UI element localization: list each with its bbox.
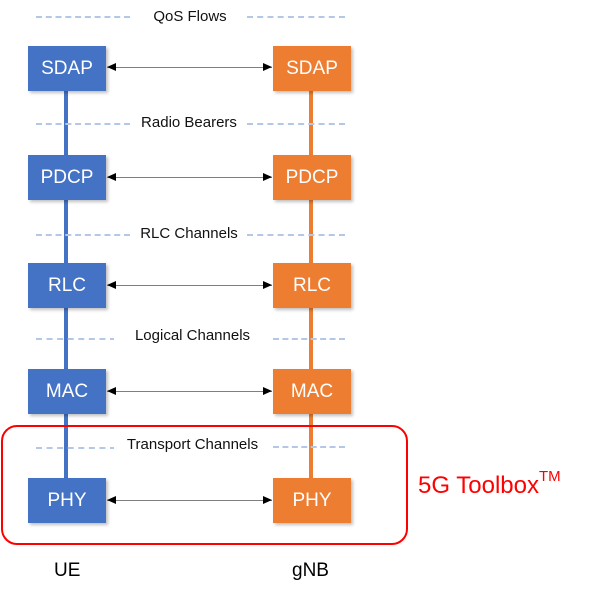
- transport-dash-right: [273, 446, 345, 448]
- sdap-peer-arrow: [107, 63, 272, 71]
- transport-channels-label: Transport Channels: [114, 430, 271, 461]
- gnb-phy-box: PHY: [273, 478, 351, 523]
- radio-dash-left: [36, 123, 130, 125]
- rlc-dash-left: [36, 234, 130, 236]
- brand-name: 5G Toolbox: [418, 472, 539, 499]
- ue-mac-box: MAC: [28, 369, 106, 414]
- logical-dash-left: [36, 338, 116, 340]
- gnb-pdcp-box: PDCP: [273, 155, 351, 200]
- qos-dash-right: [247, 16, 345, 18]
- toolbox-brand-label: 5G ToolboxTM: [418, 468, 561, 500]
- gnb-node-label: gNB: [292, 560, 329, 581]
- mac-peer-arrow: [107, 387, 272, 395]
- ue-rlc-box: RLC: [28, 263, 106, 308]
- logical-dash-right: [273, 338, 345, 340]
- rlc-dash-right: [247, 234, 345, 236]
- qos-flows-label: QoS Flows: [140, 6, 240, 27]
- gnb-rlc-box: RLC: [273, 263, 351, 308]
- radio-bearers-label: Radio Bearers: [134, 112, 244, 133]
- qos-dash-left: [36, 16, 130, 18]
- phy-peer-arrow: [107, 496, 272, 504]
- gnb-sdap-box: SDAP: [273, 46, 351, 91]
- ue-node-label: UE: [54, 560, 81, 581]
- trademark-mark: TM: [538, 468, 561, 485]
- toolbox-scope-highlight: [1, 425, 408, 545]
- rlc-peer-arrow: [107, 281, 272, 289]
- ue-sdap-box: SDAP: [28, 46, 106, 91]
- ue-pdcp-box: PDCP: [28, 155, 106, 200]
- transport-dash-left: [36, 447, 116, 449]
- logical-channels-label: Logical Channels: [114, 321, 271, 352]
- gnb-mac-box: MAC: [273, 369, 351, 414]
- rlc-channels-label: RLC Channels: [134, 223, 244, 244]
- ue-phy-box: PHY: [28, 478, 106, 523]
- radio-dash-right: [247, 123, 345, 125]
- pdcp-peer-arrow: [107, 173, 272, 181]
